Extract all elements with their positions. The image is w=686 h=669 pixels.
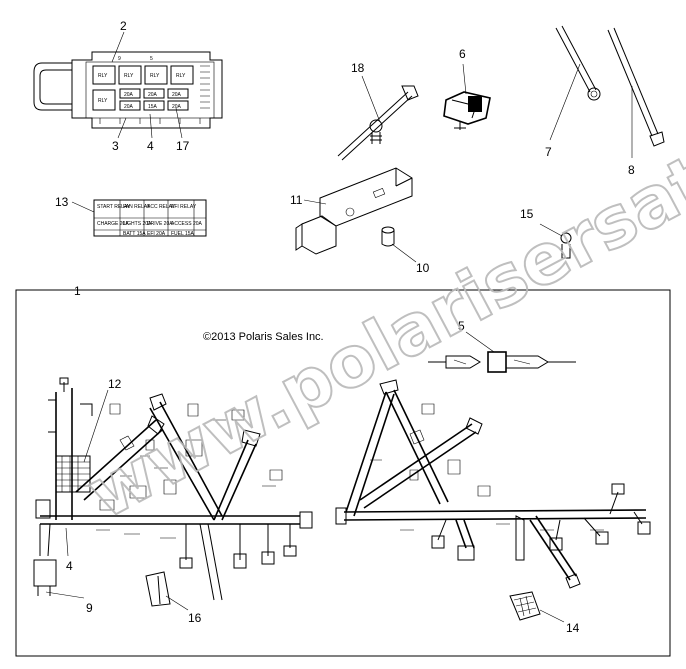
callout-14: 14 [566,621,580,635]
decal-cell: ACCESS 20A [171,221,203,227]
fuse-slot [119,100,141,111]
inline-fuse-holder [428,331,576,373]
left-harness [33,377,313,611]
relay-label: RLY [98,73,108,79]
fuse-slot [167,100,189,111]
fuse-label: 20A [124,104,134,110]
decal-cell: FAN RELAY [123,204,151,210]
callout-13: 13 [55,195,69,209]
fuse-label: 15A [148,104,158,110]
callout-2: 2 [120,19,127,33]
fuse-box-mark: 9 [118,56,121,62]
push-pin-tie [337,75,419,161]
relay-label: RLY [124,73,134,79]
callout-12: 12 [108,377,122,391]
fuse-slot [119,88,141,99]
relay-slot [92,65,116,85]
relay-label: RLY [176,73,186,79]
callout-8: 8 [628,163,635,177]
fuse-box-assembly: RLY RLY RLY RLY RLY 20A 20A 20A 20A 15A … [33,31,223,139]
copyright-text: ©2013 Polaris Sales Inc. [203,331,324,343]
callout-7: 7 [545,145,552,159]
harness-frame [15,289,671,657]
relay-label: RLY [98,98,108,104]
fuse-label: 20A [172,92,182,98]
fuse-box-mark: 5 [150,56,153,62]
watermark-text: www.polarisersatzteile.de [74,0,686,535]
relay-slot [170,65,194,85]
relay-row: RLY RLY RLY RLY RLY [92,65,194,111]
callout-9: 9 [86,601,93,615]
fuse-label: 20A [148,92,158,98]
decal-cell: EFI RELAY [171,204,197,210]
callout-4: 4 [147,139,154,153]
decal-cell: ACC RELAY [147,204,176,210]
relay-slot [144,65,168,85]
decal-cell: START RELAY [97,204,131,210]
relay-slot [118,65,142,85]
cable-tie-7 [549,25,601,141]
decal-cell: LIGHTS 20A [123,221,152,227]
callout-18: 18 [351,61,365,75]
callout-3: 3 [112,139,119,153]
relay-slot [92,89,116,111]
fuse-row: 20A 20A 20A 20A 15A 20A [119,88,189,111]
decal-cell: CHARGE 20A [97,221,129,227]
fuse-label: 20A [124,92,134,98]
fuse-slot [167,88,189,99]
bracket-11 [295,167,413,255]
callout-1: 1 [74,284,81,298]
cable-tie-8 [607,27,665,158]
callout-5: 5 [458,319,465,333]
decal-cell: FUEL 15A [171,231,195,237]
callout-16: 16 [188,611,202,625]
callout-6: 6 [459,47,466,61]
callout-11: 11 [290,193,303,207]
decal-cell: EFI 20A [147,231,166,237]
fuse-slot [143,88,165,99]
callout-10: 10 [416,261,430,275]
callout-17: 17 [176,139,190,153]
fuse-slot [143,100,165,111]
fuse-decal: START RELAY FAN RELAY ACC RELAY EFI RELA… [71,199,207,237]
grommet-10 [381,226,417,263]
relay-label: RLY [150,73,160,79]
decal-cell: BATT 15A [123,231,146,237]
callout-15: 15 [520,207,534,221]
decal-cell: DRIVE 20A [147,221,173,227]
connector-6 [443,63,491,130]
right-harness [335,379,651,623]
bolt-15 [539,223,572,259]
fuse-label: 20A [172,104,182,110]
callout-4-harness: 4 [66,559,73,573]
